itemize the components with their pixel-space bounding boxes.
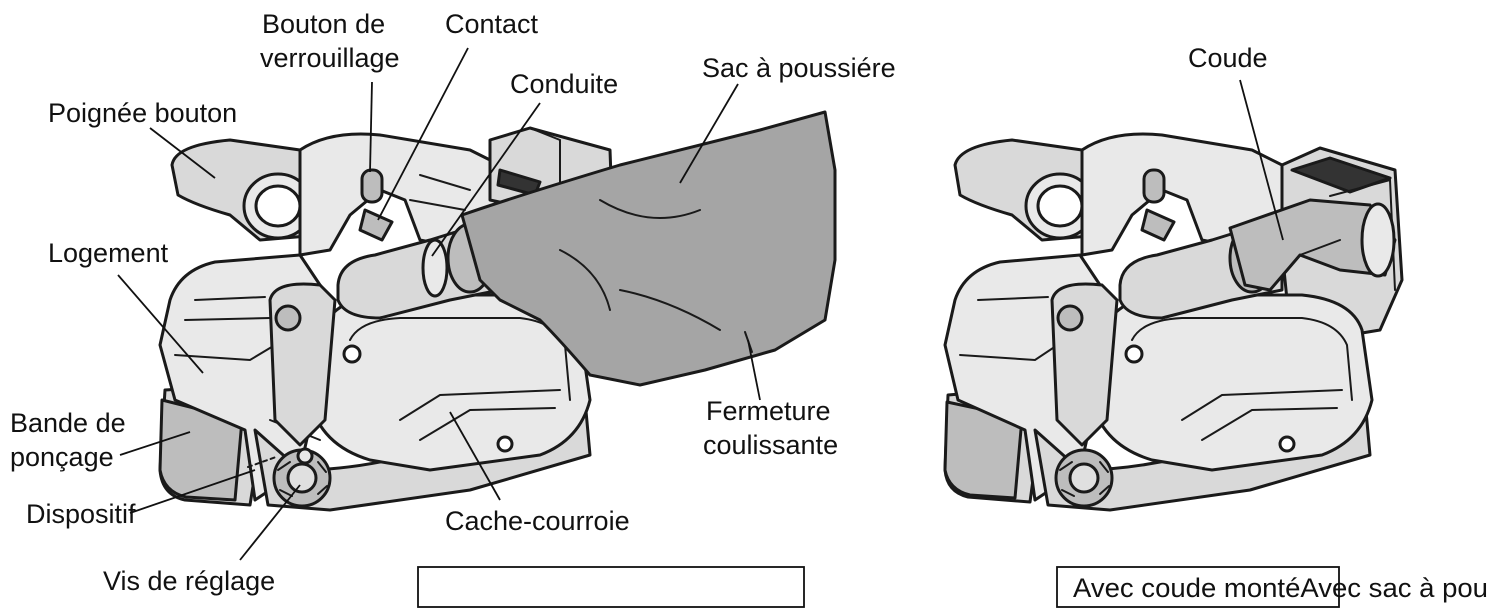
leader-verrouillage xyxy=(369,81,373,173)
caption-box-right xyxy=(1056,566,1340,608)
elbow xyxy=(1228,198,1397,292)
label-bande-line2: ponçage xyxy=(10,442,114,472)
label-logement: Logement xyxy=(48,238,169,268)
adjustment-knob xyxy=(272,448,332,508)
labels: Bouton de verrouillage Contact Conduite … xyxy=(10,9,1268,596)
leader-poignee xyxy=(149,127,216,179)
label-poignee-bouton: Poignée bouton xyxy=(48,98,237,128)
label-sac-poussiere: Sac à poussiére xyxy=(702,53,896,83)
label-bouton-line2: verrouillage xyxy=(260,43,400,73)
caption-right: Avec coude montéAvec sac à pou xyxy=(1073,573,1488,603)
label-bouton-line1: Bouton de xyxy=(262,9,385,39)
captions: Avec coude montéAvec sac à pou xyxy=(417,566,1488,608)
elbow-adjustment-knob xyxy=(1054,448,1114,508)
leader-vis xyxy=(239,484,301,561)
leader-conduite xyxy=(431,102,541,257)
leader-lines xyxy=(117,47,1284,561)
sander-with-dust-bag xyxy=(158,110,837,512)
label-fermeture-line2: coulissante xyxy=(703,430,838,460)
dust-bag xyxy=(460,110,837,387)
elbow-belt-cover xyxy=(1090,293,1374,472)
caption-box-left xyxy=(417,566,805,608)
leader-coude xyxy=(1239,79,1284,241)
sander-with-elbow xyxy=(943,132,1404,512)
leader-cache xyxy=(449,411,501,501)
leader-dispositif xyxy=(129,469,256,514)
leader-logement xyxy=(117,274,204,374)
label-dispositif: Dispositif xyxy=(26,499,136,529)
leader-sac xyxy=(679,83,739,184)
lock-button xyxy=(360,168,384,204)
leader-fermeture xyxy=(747,339,761,401)
leader-bande xyxy=(119,431,191,456)
label-bande-line1: Bande de xyxy=(10,408,126,438)
leader-contact xyxy=(377,47,469,221)
sanding-belt xyxy=(158,398,244,502)
label-vis-reglage: Vis de réglage xyxy=(103,566,275,596)
switch-trigger xyxy=(358,208,394,242)
label-cache-courroie: Cache-courroie xyxy=(445,506,630,536)
label-fermeture-line1: Fermeture xyxy=(706,396,831,426)
label-conduite: Conduite xyxy=(510,69,618,99)
label-contact: Contact xyxy=(445,9,539,39)
label-coude: Coude xyxy=(1188,43,1268,73)
